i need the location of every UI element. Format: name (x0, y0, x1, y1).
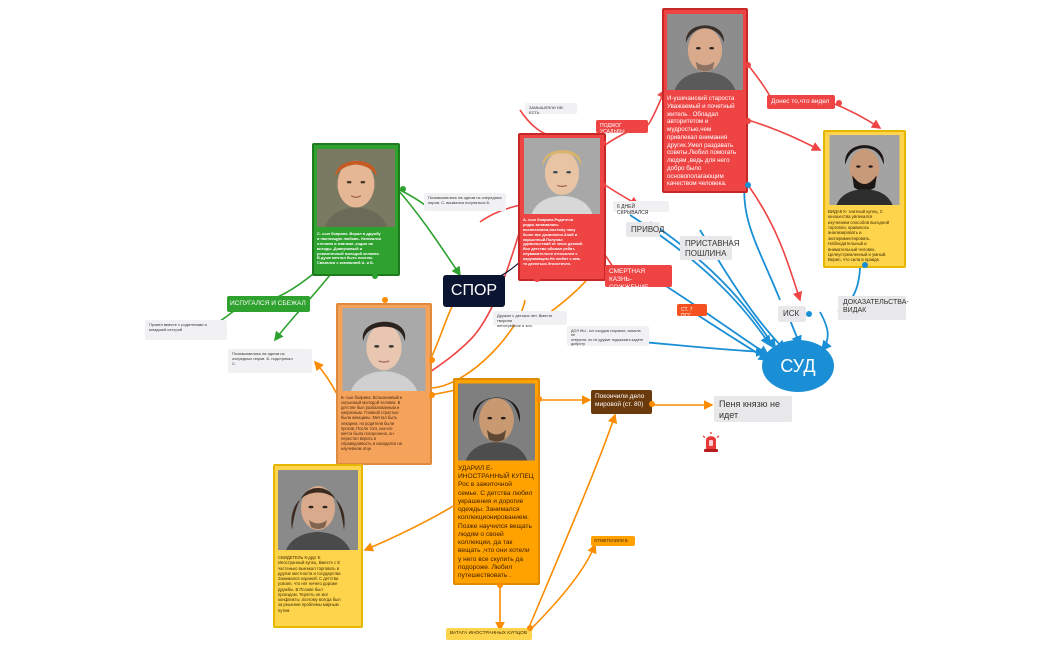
paid-tag[interactable]: ОТМЕТЕЛИЛИ Б (591, 536, 635, 546)
link-elder-isk (743, 179, 781, 301)
arson-tag[interactable]: ПОДЖОГ УСАДЬБЫ (596, 120, 648, 135)
link-caravan-paid (529, 543, 597, 631)
card-elder-text: И-ушкчанский староста Уважаемый и почетн… (667, 95, 737, 188)
evidence-tag[interactable]: ДОКАЗАТЕЛЬСТВА- ВИДАК (838, 296, 909, 320)
link-elder-vidak (747, 119, 822, 151)
card-merchant[interactable]: УДАРИЛ Е- ИНОСТРАННЫЙ КУПЕЦ Рос в зажито… (453, 378, 540, 585)
link-merchant-witness (363, 504, 456, 552)
fee-tag[interactable]: ПРИСТАВНАЯ ПОШЛИНА (680, 236, 740, 260)
link-elder-isk-red (747, 184, 803, 302)
portrait-merchant (458, 383, 535, 461)
link-b-a (431, 299, 526, 389)
portrait-elder (667, 14, 743, 90)
connector-dot (429, 357, 435, 363)
card-b-text: Б- сын боярина. Вспыльчивый и серьезный … (341, 395, 403, 452)
connector-dot (745, 118, 751, 124)
connector-dot (429, 392, 435, 398)
card-c-text: С- сын боярина .Верил в дружбу и настоящ… (317, 231, 382, 266)
spor-node[interactable]: СПОР (443, 275, 505, 307)
link-privod-court (649, 221, 776, 350)
card-a[interactable]: А- сын боярина.Родители рядко занимались… (518, 133, 606, 281)
card-vidak-text: ВИДАК К- знатный купец. С юношества увле… (828, 209, 889, 263)
connector-dot (836, 100, 842, 106)
connector-dot (600, 140, 606, 146)
card-witness-text: СВИДЕТЕЛЬ К-друг Е Иностранный купец. Вм… (278, 555, 341, 613)
connector-dot (527, 625, 533, 631)
six-days-note[interactable]: 6 ДНЕЙ СКРЫВАЛСЯ (613, 201, 669, 216)
connector-dot (534, 276, 540, 282)
connector-dot (497, 582, 503, 588)
denounce-tag[interactable]: Донес то,что видел (767, 95, 835, 109)
fine-tag[interactable]: Пеня князю не идет (714, 396, 792, 422)
settled-tag[interactable]: Покончили дело мировой (ст. 80) (591, 390, 652, 414)
zamyshlyali-note[interactable]: ЗАМЫШЛЯЛИ НЕ/ЕСТЬ (525, 103, 577, 115)
fled-tag[interactable]: ИСПУГАЛСЯ И СБЕЖАЛ (227, 296, 310, 312)
link-c-spor (397, 189, 461, 277)
portrait-b (342, 308, 426, 391)
art-tag[interactable]: СТ. 7 ПСГ (677, 304, 707, 319)
connector-dot (745, 182, 751, 188)
card-c[interactable]: С- сын боярина .Верил в дружбу и настоящ… (312, 143, 400, 276)
card-vidak[interactable]: ВИДАК К- знатный купец. С юношества увле… (823, 130, 906, 268)
portrait-witness (278, 470, 358, 550)
portrait-c (317, 149, 395, 227)
sud-label: СУД (780, 356, 816, 376)
link-evidence-court (819, 311, 832, 352)
privod-tag[interactable]: ПРИВОД (626, 222, 664, 237)
connector-dot (745, 62, 751, 68)
isk-tag[interactable]: ИСК (778, 306, 806, 322)
portrait-a (524, 138, 600, 214)
card-b[interactable]: Б- сын боярина. Вспыльчивый и серьезный … (336, 303, 432, 465)
link-caravan-settled (529, 413, 618, 626)
spent-note[interactable]: Провел вместе с родителями и младшей сес… (145, 320, 227, 340)
card-a-text: А- сын боярина.Родители рядко занимались… (523, 217, 584, 266)
sud-node[interactable]: СУД (762, 340, 834, 392)
introduced-note[interactable]: Познакомились на одном из очередных пиро… (424, 193, 506, 211)
siren-icon (701, 432, 721, 454)
connector-dot (536, 396, 542, 402)
card-witness[interactable]: СВИДЕТЕЛЬ К-друг Е Иностранный купец. Вм… (273, 464, 363, 628)
connector-dot (382, 297, 388, 303)
friends-note[interactable]: Дружил с детских лет. Вместе творили неп… (493, 311, 567, 327)
link-a-b (429, 229, 521, 373)
mid-note[interactable]: ДОЛ НЫ - кот сосудов сгорание, смысла не… (567, 326, 649, 346)
met-note[interactable]: Познакомились на одном из очередных пиро… (228, 349, 312, 373)
connector-dot (400, 186, 406, 192)
connector-dot (649, 401, 655, 407)
portrait-vidak (829, 135, 900, 205)
link-b-spor (429, 299, 456, 361)
death-tag[interactable]: СМЕРТНАЯ КАЗНЬ- СОЖЖЕНИЕ (605, 265, 672, 291)
connector-dot (600, 182, 606, 188)
connector-dot (806, 311, 812, 317)
card-elder[interactable]: И-ушкчанский староста Уважаемый и почетн… (662, 8, 748, 193)
connector-dot (372, 273, 378, 279)
caravan-tag[interactable]: ВАТАГА ИНОСТРАННЫХ КУПЦОВ (446, 628, 532, 640)
card-merchant-text: УДАРИЛ Е- ИНОСТРАННЫЙ КУПЕЦ Рос в зажито… (458, 465, 534, 580)
connector-dot (862, 262, 868, 268)
link-a-introduced (479, 204, 521, 223)
